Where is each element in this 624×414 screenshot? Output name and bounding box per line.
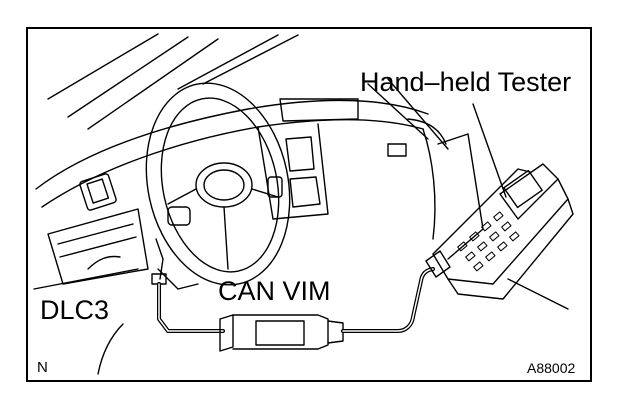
steering-wheel — [145, 82, 291, 290]
hand-held-tester-label: Hand–held Tester — [360, 67, 572, 97]
figure-frame: Hand–held Tester CAN VIM DLC3 N A88002 — [26, 27, 592, 382]
dlc3-label: DLC3 — [40, 295, 110, 325]
orientation-mark: N — [37, 359, 48, 376]
left-dash-panel — [33, 173, 149, 290]
can-vim-label: CAN VIM — [218, 276, 331, 306]
hand-held-tester-device — [425, 163, 574, 300]
dashboard — [35, 98, 484, 260]
windshield-lines — [47, 33, 449, 150]
tester-cable — [341, 267, 435, 333]
floor-lines — [97, 278, 569, 375]
tester-keypad — [457, 211, 520, 272]
vehicle-interior-illustration — [33, 33, 574, 375]
dlc3-cable — [151, 238, 225, 333]
figure-code: A88002 — [527, 360, 576, 376]
can-vim-module — [219, 314, 344, 352]
tester-leader-line — [472, 103, 507, 198]
